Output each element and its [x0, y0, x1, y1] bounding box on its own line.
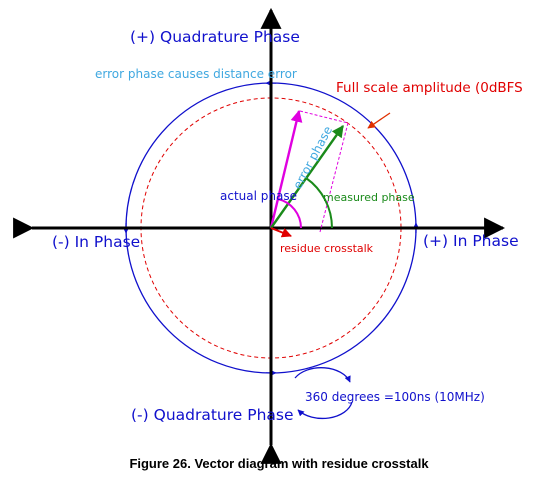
projection-line-2	[319, 122, 349, 233]
quadrature-positive-label: (+) Quadrature Phase	[130, 28, 300, 46]
projection-line-1	[299, 110, 349, 124]
actual-phase-label: actual phase	[220, 189, 297, 203]
in-phase-negative-label: (-) In Phase	[52, 233, 140, 251]
error-phase-label: error phase	[290, 124, 335, 192]
residue-crosstalk-label: residue crosstalk	[280, 242, 374, 255]
error-distance-label: error phase causes distance error	[95, 67, 297, 81]
in-phase-positive-label: (+) In Phase	[423, 232, 519, 250]
period-circle-icon	[294, 367, 353, 420]
full-scale-pointer	[367, 112, 391, 129]
actual-vector	[269, 109, 303, 229]
actual-phase-arc	[277, 198, 302, 229]
period-label: 360 degrees =100ns (10MHz)	[305, 390, 485, 404]
quadrature-negative-label: (-) Quadrature Phase	[131, 406, 294, 424]
measured-phase-label: measured phase	[323, 191, 415, 204]
measured-vector	[270, 125, 344, 229]
measured-phase-arc	[305, 177, 334, 229]
full-scale-label: Full scale amplitude (0dBFS	[336, 80, 523, 96]
figure-caption: Figure 26. Vector diagram with residue c…	[129, 456, 429, 471]
crosstalk-vector	[270, 227, 292, 238]
